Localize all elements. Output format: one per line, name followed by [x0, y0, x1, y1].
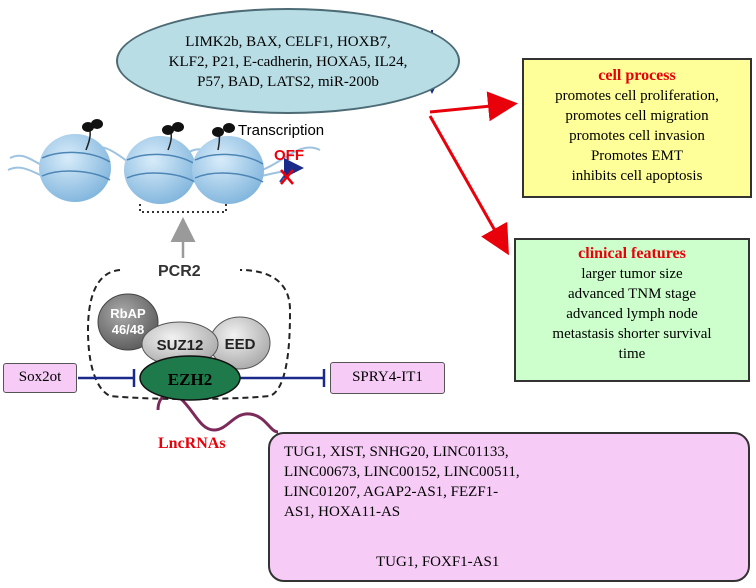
- off-label: OFF: [274, 147, 304, 164]
- sox2ot-box: Sox2ot: [3, 363, 77, 393]
- repressed-genes-oval: LIMK2b, BAX, CELF1, HOXB7, KLF2, P21, E-…: [116, 8, 460, 114]
- pcr2-target-bracket: [139, 204, 227, 213]
- transcription-label: Transcription: [238, 122, 324, 139]
- arrow-to-clinical-features: [428, 115, 509, 256]
- clinical-feature-item: advanced lymph node: [566, 306, 698, 322]
- spry4-it1-box: SPRY4-IT1: [330, 362, 445, 394]
- pcr2-label: PCR2: [158, 263, 201, 280]
- eed-label: EED: [225, 336, 256, 353]
- lncrna-down-line: TUG1, FOXF1-AS1: [376, 554, 500, 570]
- spry4-it1-label: SPRY4-IT1: [352, 369, 423, 385]
- lncrna-up-line: LINC01207, AGAP2-AS1, FEZF1-: [284, 484, 499, 500]
- clinical-features-title: clinical features: [578, 245, 686, 262]
- nucleosome-2: [124, 136, 196, 204]
- transcription-start-arrow: [279, 158, 304, 183]
- lncrna-up-line: AS1, HOXA11-AS: [284, 504, 401, 520]
- gene-line-1: LIMK2b, BAX, CELF1, HOXB7,: [185, 34, 391, 50]
- arrow-to-cell-process: [429, 91, 518, 122]
- off-cross-icon: [280, 169, 294, 185]
- lncrna-list-box: TUG1, XIST, SNHG20, LINC01133, LINC00673…: [268, 432, 750, 582]
- lncrnas-label: LncRNAs: [158, 435, 226, 452]
- lncrna-up-line: TUG1, XIST, SNHG20, LINC01133,: [284, 444, 509, 460]
- cell-process-box: cell process promotes cell proliferation…: [522, 58, 752, 198]
- cell-process-item: Promotes EMT: [590, 148, 684, 164]
- clinical-feature-item: time: [618, 346, 646, 362]
- clinical-feature-item: metastasis shorter survival: [552, 326, 712, 342]
- lncrna-up-line: LINC00673, LINC00152, LINC00511,: [284, 464, 520, 480]
- rbap-label-2: 46/48: [112, 322, 145, 337]
- methyl-mark-2: [162, 122, 184, 151]
- gene-line-2: KLF2, P21, E-cadherin, HOXA5, IL24,: [168, 54, 408, 70]
- cell-process-title: cell process: [598, 67, 676, 84]
- cell-process-item: promotes cell migration: [565, 108, 709, 124]
- ezh2-label: EZH2: [168, 370, 212, 389]
- nucleosome-3: [192, 136, 264, 204]
- methyl-mark-3: [212, 123, 235, 151]
- methyl-mark-1: [82, 119, 103, 151]
- cell-process-item: promotes cell invasion: [569, 128, 705, 144]
- suz12-label: SUZ12: [157, 337, 204, 354]
- ezh2-subunit: EZH2: [139, 355, 241, 401]
- gene-line-3: P57, BAD, LATS2, miR-200b: [197, 74, 379, 90]
- sox2ot-inhibition-line: [78, 369, 136, 387]
- clinical-features-box: clinical features larger tumor size adva…: [514, 238, 750, 382]
- cell-process-item: inhibits cell apoptosis: [571, 168, 703, 184]
- sox2ot-label: Sox2ot: [18, 369, 62, 385]
- rbap-subunit: RbAP 46/48: [97, 293, 159, 351]
- rbap-label-1: RbAP: [110, 306, 146, 321]
- cell-process-item: promotes cell proliferation,: [555, 88, 719, 104]
- clinical-feature-item: larger tumor size: [581, 266, 683, 282]
- clinical-feature-item: advanced TNM stage: [567, 286, 696, 302]
- suz12-subunit: SUZ12: [141, 321, 219, 367]
- nucleosome-1: [39, 134, 111, 202]
